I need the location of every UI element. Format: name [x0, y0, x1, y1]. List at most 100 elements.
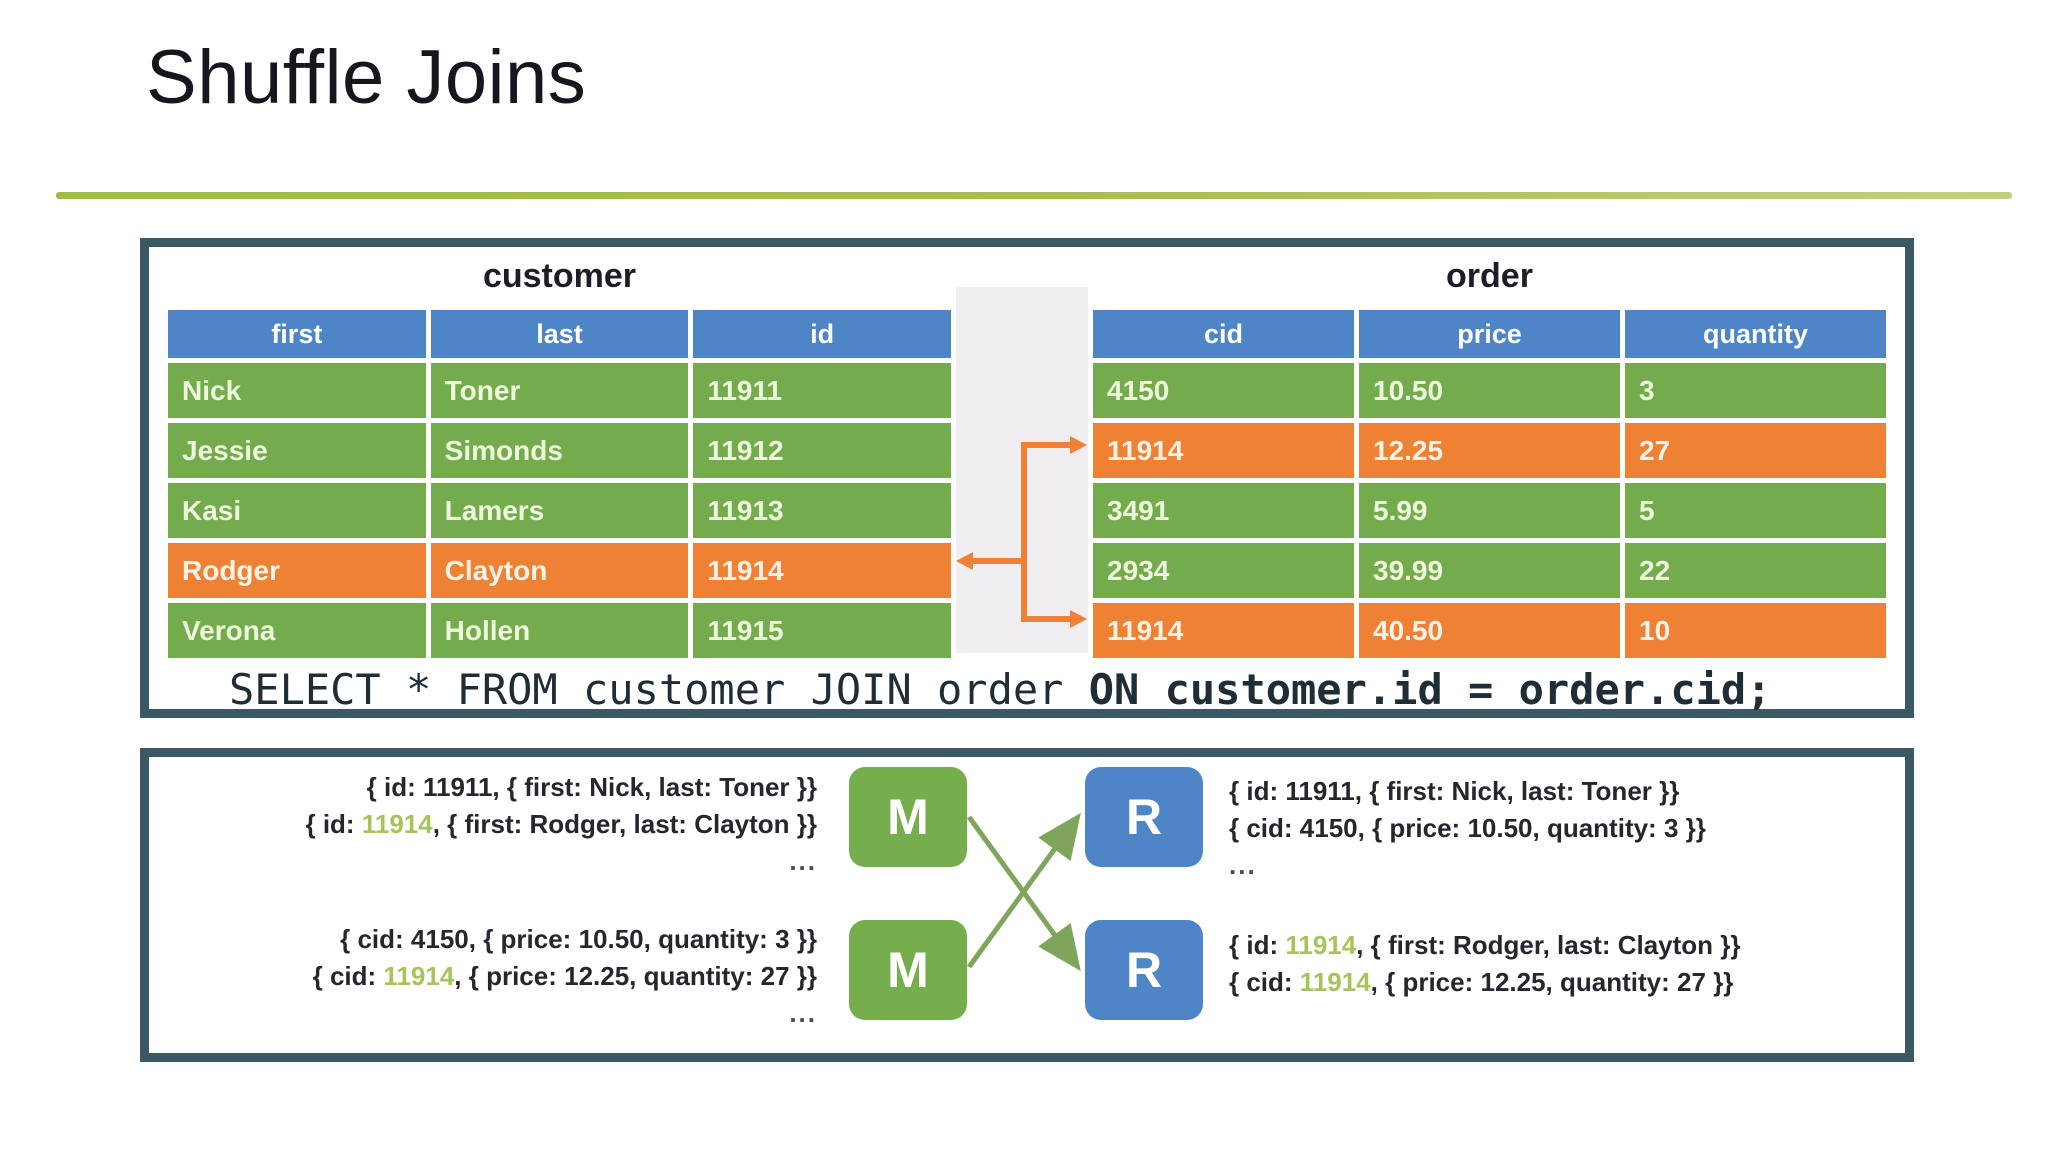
ellipsis: ... [1229, 850, 1257, 880]
mapper-output-bottom: { cid: 4150, { price: 10.50, quantity: 3… [153, 921, 817, 1032]
table-cell: Rodger [168, 543, 426, 598]
title-underline [56, 192, 2012, 199]
table-row: 2934 39.99 22 [1093, 543, 1886, 598]
ellipsis: ... [789, 998, 817, 1028]
table-cell: 4150 [1093, 363, 1354, 418]
table-cell: 11911 [693, 363, 951, 418]
record-text: , { price: 12.25, quantity: 27 }} [1370, 967, 1734, 997]
table-cell: Simonds [430, 423, 689, 478]
table-cell: 40.50 [1359, 603, 1620, 658]
join-key-highlight: 11914 [1299, 967, 1371, 997]
table-cell: 11913 [693, 483, 951, 538]
customer-table: first last id Nick Toner 11911 Jessie Si… [163, 305, 956, 663]
record-text: { cid: 4150, { price: 10.50, quantity: 3… [1229, 813, 1706, 843]
table-cell: 11914 [1093, 423, 1354, 478]
record-text: , { first: Rodger, last: Clayton }} [1356, 930, 1741, 960]
sql-on-clause: ON customer.id = order.cid; [1088, 665, 1772, 714]
table-cell: 22 [1625, 543, 1886, 598]
table-cell: 5 [1625, 483, 1886, 538]
table-cell: 11914 [693, 543, 951, 598]
table-cell: Clayton [430, 543, 689, 598]
ellipsis: ... [789, 846, 817, 876]
record-text: { id: [1229, 930, 1286, 960]
table-row-matched: Rodger Clayton 11914 [168, 543, 951, 598]
reducer-label: R [1125, 789, 1163, 845]
table-row: Verona Hollen 11915 [168, 603, 951, 658]
shuffle-arrow-m2-to-r1 [967, 812, 1081, 969]
arrow-left-icon [956, 552, 973, 570]
record-text: { cid: [1229, 967, 1300, 997]
join-connector-arrows [956, 436, 1087, 628]
tables-panel: customer order first last id Nick Toner … [140, 238, 1914, 718]
table-cell: Toner [430, 363, 689, 418]
table-row: 4150 10.50 3 [1093, 363, 1886, 418]
sql-select-clause: SELECT * FROM customer JOIN order [229, 665, 1089, 714]
customer-table-title: customer [482, 257, 637, 295]
reducer-box-top: R [1085, 767, 1203, 867]
record-line: { id: 11911, { first: Nick, last: Toner … [153, 769, 817, 806]
table-cell: Verona [168, 603, 426, 658]
customer-header-last: last [430, 310, 689, 358]
order-table: cid price quantity 4150 10.50 3 11914 12… [1088, 305, 1891, 663]
shuffle-arrows [967, 812, 1081, 972]
page-title: Shuffle Joins [146, 35, 587, 120]
record-text: { id: 11911, { first: Nick, last: Toner … [366, 772, 817, 802]
table-cell: Jessie [168, 423, 426, 478]
record-text: { cid: [312, 961, 384, 991]
shuffle-panel: { id: 11911, { first: Nick, last: Toner … [140, 748, 1914, 1062]
table-cell: 10.50 [1359, 363, 1620, 418]
table-row-matched: 11914 40.50 10 [1093, 603, 1886, 658]
reducer-label: R [1125, 942, 1163, 998]
join-key-highlight: 11914 [383, 961, 455, 991]
table-row-matched: 11914 12.25 27 [1093, 423, 1886, 478]
record-text: { cid: 4150, { price: 10.50, quantity: 3… [340, 924, 817, 954]
mapper-box-top: M [849, 767, 967, 867]
mapper-label: M [887, 942, 929, 998]
record-line: { cid: 4150, { price: 10.50, quantity: 3… [153, 921, 817, 958]
sql-query: SELECT * FROM customer JOIN order ON cus… [163, 653, 1891, 714]
arrow-right-icon [1070, 610, 1087, 628]
table-cell: 11912 [693, 423, 951, 478]
table-cell: 27 [1625, 423, 1886, 478]
customer-header-id: id [693, 310, 951, 358]
table-cell: 11915 [693, 603, 951, 658]
mapper-box-bottom: M [849, 920, 967, 1020]
table-row: Kasi Lamers 11913 [168, 483, 951, 538]
arrow-right-icon [1070, 436, 1087, 454]
order-header-price: price [1359, 310, 1620, 358]
reducer-input-top: { id: 11911, { first: Nick, last: Toner … [1229, 773, 1706, 884]
table-cell: 12.25 [1359, 423, 1620, 478]
record-line: { cid: 11914, { price: 12.25, quantity: … [153, 958, 817, 995]
record-text: , { first: Rodger, last: Clayton }} [432, 809, 817, 839]
table-cell: 39.99 [1359, 543, 1620, 598]
order-table-title: order [1446, 257, 1533, 295]
record-line: { cid: 4150, { price: 10.50, quantity: 3… [1229, 810, 1706, 847]
table-cell: 10 [1625, 603, 1886, 658]
record-line: { id: 11914, { first: Rodger, last: Clay… [1229, 927, 1741, 964]
reducer-box-bottom: R [1085, 920, 1203, 1020]
table-cell: Hollen [430, 603, 689, 658]
customer-header-first: first [168, 310, 426, 358]
table-row: Nick Toner 11911 [168, 363, 951, 418]
table-row: Jessie Simonds 11912 [168, 423, 951, 478]
mapper-output-top: { id: 11911, { first: Nick, last: Toner … [153, 769, 817, 880]
join-connector [956, 305, 1088, 653]
table-cell: 11914 [1093, 603, 1354, 658]
reducer-input-bottom: { id: 11914, { first: Rodger, last: Clay… [1229, 927, 1741, 1001]
record-text: { id: 11911, { first: Nick, last: Toner … [1229, 776, 1680, 806]
record-line: { id: 11914, { first: Rodger, last: Clay… [153, 806, 817, 843]
mapper-label: M [887, 789, 929, 845]
table-cell: 3491 [1093, 483, 1354, 538]
join-key-highlight: 11914 [1285, 930, 1357, 960]
order-header-cid: cid [1093, 310, 1354, 358]
order-header-row: cid price quantity [1093, 310, 1886, 358]
table-cell: Nick [168, 363, 426, 418]
table-cell: 2934 [1093, 543, 1354, 598]
table-row: 3491 5.99 5 [1093, 483, 1886, 538]
record-line: { id: 11911, { first: Nick, last: Toner … [1229, 773, 1706, 810]
table-cell: 3 [1625, 363, 1886, 418]
table-cell: 5.99 [1359, 483, 1620, 538]
table-cell: Lamers [430, 483, 689, 538]
join-key-highlight: 11914 [361, 809, 433, 839]
